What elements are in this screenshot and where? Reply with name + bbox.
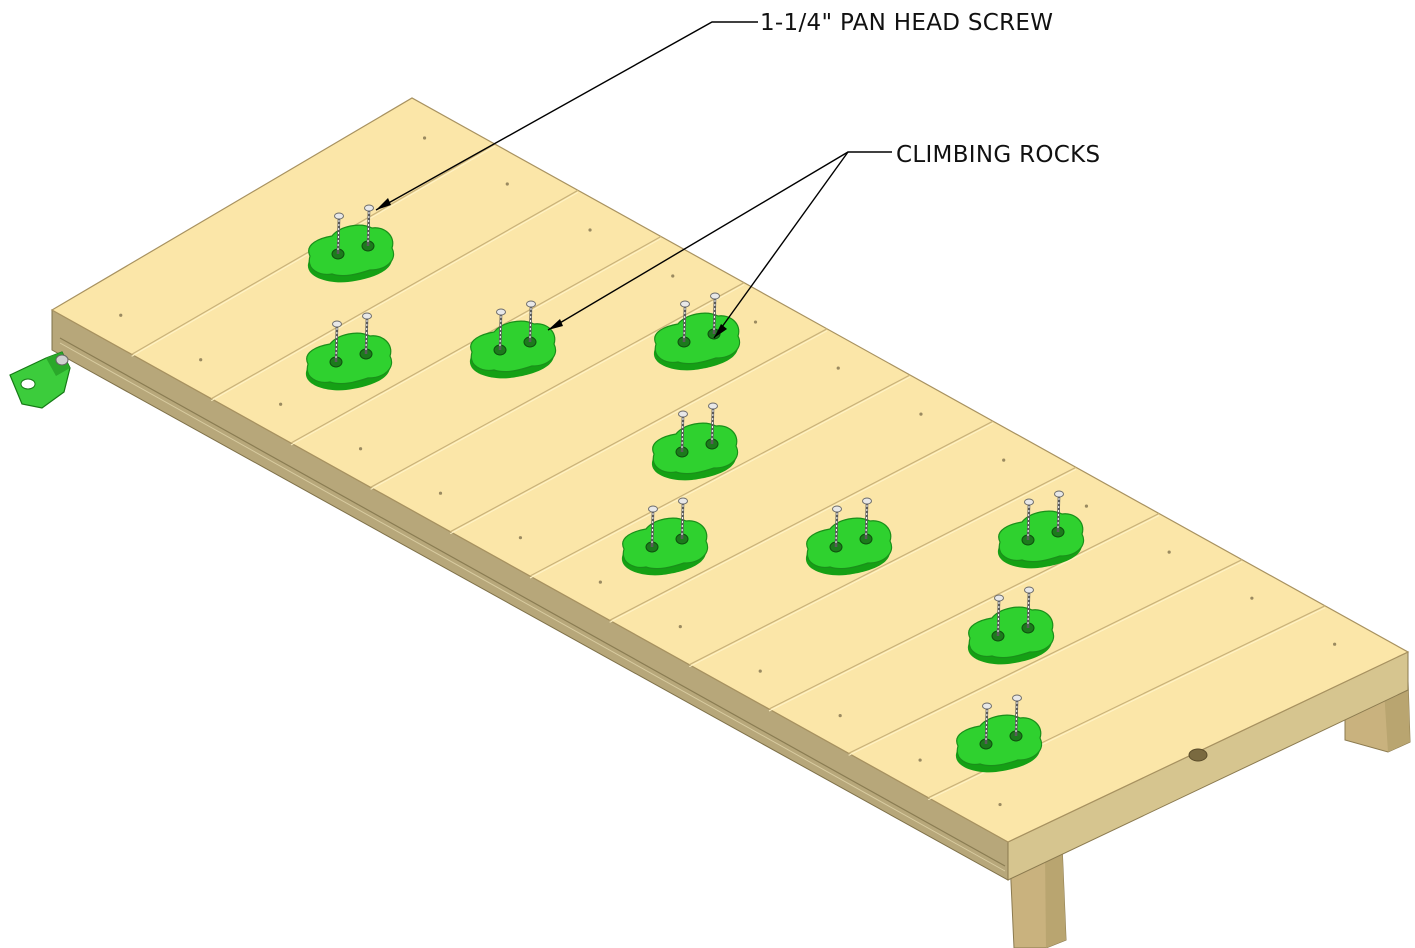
climbing-rock (621, 497, 709, 576)
deck-fastener-dots (119, 136, 1337, 807)
pan-head-screw-icon (710, 292, 720, 335)
deck-front-groove (59, 337, 1006, 867)
pan-head-screw-icon (680, 300, 690, 343)
board-seam-highlight (529, 376, 911, 579)
rocks-callout-label: CLIMBING ROCKS (896, 142, 1100, 168)
board-seam-highlight (450, 330, 828, 535)
climbing-rock (653, 292, 741, 371)
rock-body (806, 517, 893, 570)
board-seam-highlight (689, 468, 1077, 668)
board-seam (370, 282, 745, 488)
screw-leader-arrowhead (376, 198, 391, 210)
climbing-rock (997, 490, 1085, 569)
pan-head-screw-icon (648, 505, 658, 548)
rock-body (308, 224, 395, 277)
climbing-rock (967, 586, 1055, 665)
pan-head-screw-icon (982, 702, 992, 745)
rocks-leader-arrowhead-1 (548, 319, 563, 330)
pan-head-screw-icon (334, 212, 344, 255)
pan-head-screw-icon (496, 308, 506, 351)
rock-body (956, 714, 1043, 767)
pan-head-screw-icon (332, 320, 342, 363)
pan-head-screw-icon (526, 300, 536, 343)
board-seam (529, 374, 911, 577)
pan-head-screw-icon (364, 204, 374, 247)
board-seam-highlight (211, 191, 579, 402)
pan-head-screw-icon (1012, 694, 1022, 737)
angle-bracket-icon (9, 351, 71, 409)
fastener-dot (199, 358, 203, 362)
pan-head-screw-icon (862, 497, 872, 540)
fastener-dot (1084, 504, 1089, 508)
fastener-dot (588, 228, 592, 232)
fastener-dot (279, 402, 283, 406)
rocks-leader-line-2 (713, 151, 849, 339)
rock-body (998, 510, 1085, 563)
screw-callout-label: 1-1/4" PAN HEAD SCREW (760, 10, 1053, 36)
fastener-dot (838, 714, 842, 718)
fastener-dot (422, 136, 427, 140)
board-seam-highlight (848, 561, 1243, 756)
fastener-dot (836, 366, 840, 370)
rock-body (654, 312, 741, 365)
pan-head-screw-icon (362, 312, 372, 355)
fastener-dot (358, 447, 363, 451)
climbing-rock (305, 312, 393, 391)
board-seam (609, 420, 994, 621)
fastener-dot (758, 669, 762, 673)
board-seam (689, 466, 1077, 666)
rocks-leader-arrowhead-2 (714, 324, 727, 338)
climbing-rock (955, 694, 1043, 773)
fastener-dot (919, 412, 923, 416)
fastener-dot (998, 802, 1002, 807)
fastener-dot (1167, 550, 1171, 554)
pan-head-screw-icon (678, 497, 688, 540)
pan-head-screw-icon (1054, 490, 1064, 533)
fastener-dot (598, 580, 602, 584)
fastener-dot (671, 274, 675, 278)
deck-hole (1188, 748, 1208, 762)
pan-head-screw-icon (832, 505, 842, 548)
pan-head-screw-icon (1024, 586, 1034, 629)
fastener-dot (438, 491, 443, 495)
fastener-dot (678, 625, 682, 629)
callout-leaders (375, 21, 892, 339)
fastener-dot (518, 536, 523, 540)
fastener-dot (753, 320, 758, 324)
fastener-dot (505, 182, 509, 186)
board-seam (768, 512, 1160, 710)
board-seam (848, 559, 1243, 754)
board-seam-highlight (370, 284, 745, 490)
board-seam-highlight (609, 422, 994, 623)
fastener-dot (1250, 596, 1254, 600)
climbing-rock (805, 497, 893, 576)
pan-head-screw-icon (994, 594, 1004, 637)
fastener-dot (918, 758, 922, 762)
climbing-rocks (305, 204, 1085, 773)
climbing-rock (469, 300, 557, 379)
rock-body (652, 422, 739, 475)
rock-body (622, 517, 709, 570)
rock-body (968, 606, 1055, 659)
climbing-rock (307, 204, 395, 283)
screw-leader-line (375, 21, 758, 211)
rock-body (470, 320, 557, 373)
fastener-dot (1333, 642, 1337, 646)
pan-head-screw-icon (1024, 498, 1034, 541)
fastener-dot (1002, 458, 1006, 462)
pan-head-screw-icon (678, 410, 688, 453)
board-seam (450, 328, 828, 533)
climbing-rock (651, 402, 739, 481)
rock-body (306, 332, 393, 385)
board-seam (211, 189, 579, 400)
fastener-dot (119, 313, 123, 317)
pan-head-screw-icon (708, 402, 718, 445)
board-seam-highlight (768, 515, 1160, 712)
